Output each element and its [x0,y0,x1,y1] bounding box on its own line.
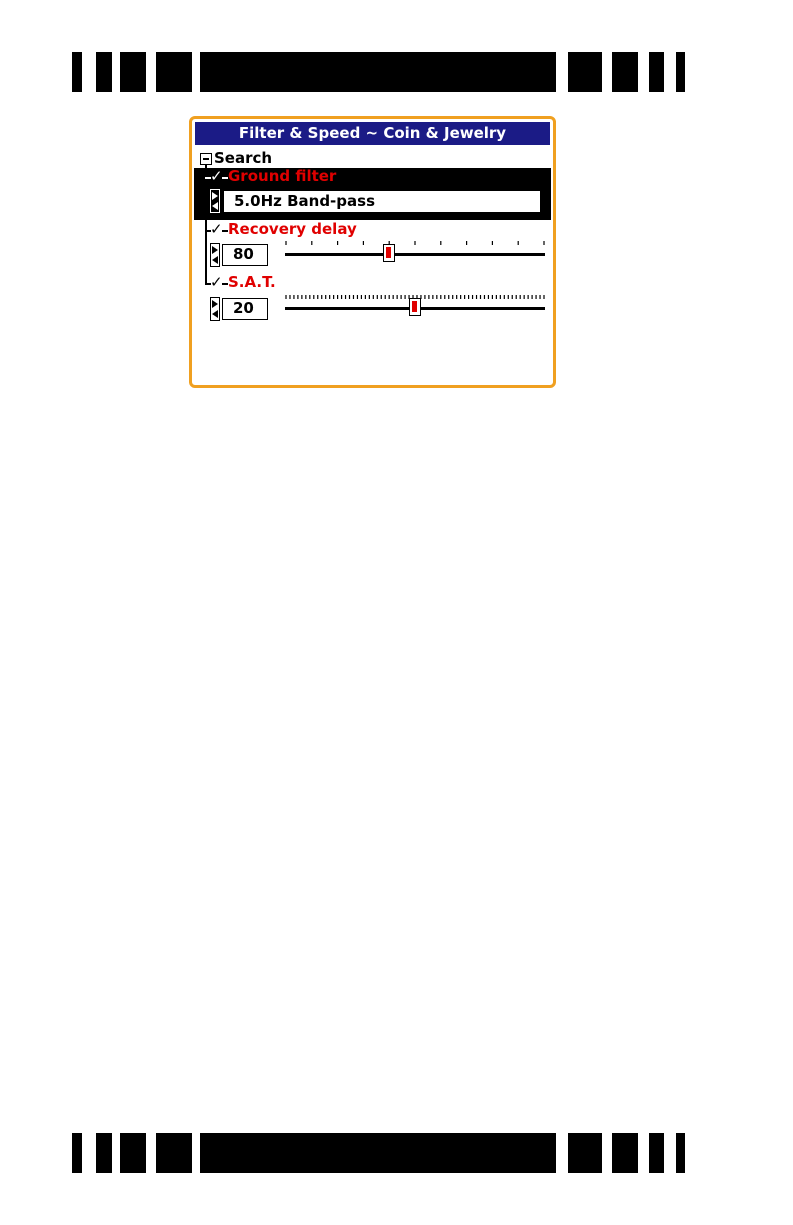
sat-value[interactable]: 20 [222,298,268,320]
ground-filter-label: Ground filter [228,167,336,185]
recovery-delay-value[interactable]: 80 [222,244,268,266]
recovery-delay-ticks [285,239,545,247]
recovery-delay-slider[interactable] [285,239,545,263]
sat-slider[interactable] [285,293,545,317]
collapse-minus-icon[interactable] [200,153,212,165]
section-label-search: Search [214,149,272,167]
recovery-delay-check-icon[interactable]: ✓ [210,220,223,238]
recovery-delay-stepper-icon[interactable] [210,243,220,267]
sat-label: S.A.T. [228,273,276,291]
ground-filter-check-icon[interactable]: ✓ [210,167,223,185]
ground-filter-select[interactable]: 5.0Hz Band-pass [223,190,541,213]
sat-slider-thumb-icon[interactable] [409,298,421,316]
decorative-bar-strip-top [0,52,793,92]
decorative-bar-strip-bottom [0,1133,793,1173]
recovery-delay-slider-thumb-icon[interactable] [383,244,395,262]
sat-stepper-icon[interactable] [210,297,220,321]
recovery-delay-label: Recovery delay [228,220,357,238]
sat-check-icon[interactable]: ✓ [210,273,223,291]
ground-filter-stepper-icon[interactable] [210,189,220,213]
device-screen: Filter & Speed ~ Coin & Jewelry Search ✓… [189,116,556,388]
screen-title: Filter & Speed ~ Coin & Jewelry [195,122,550,145]
